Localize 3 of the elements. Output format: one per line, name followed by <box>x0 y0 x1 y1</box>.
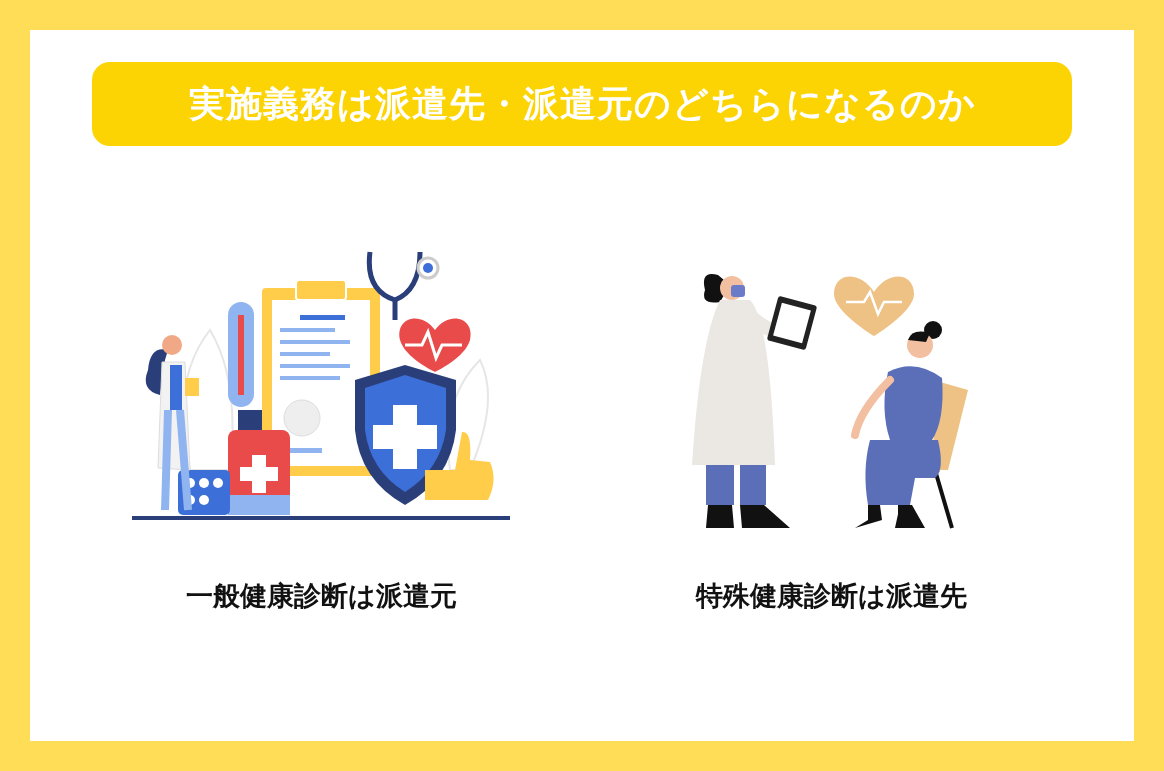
caption: 特殊健康診断は派遣先 <box>695 579 967 613</box>
title-banner: 実施義務は派遣先・派遣元のどちらになるのか <box>92 62 1072 146</box>
caption: 一般健康診断は派遣元 <box>185 579 457 613</box>
